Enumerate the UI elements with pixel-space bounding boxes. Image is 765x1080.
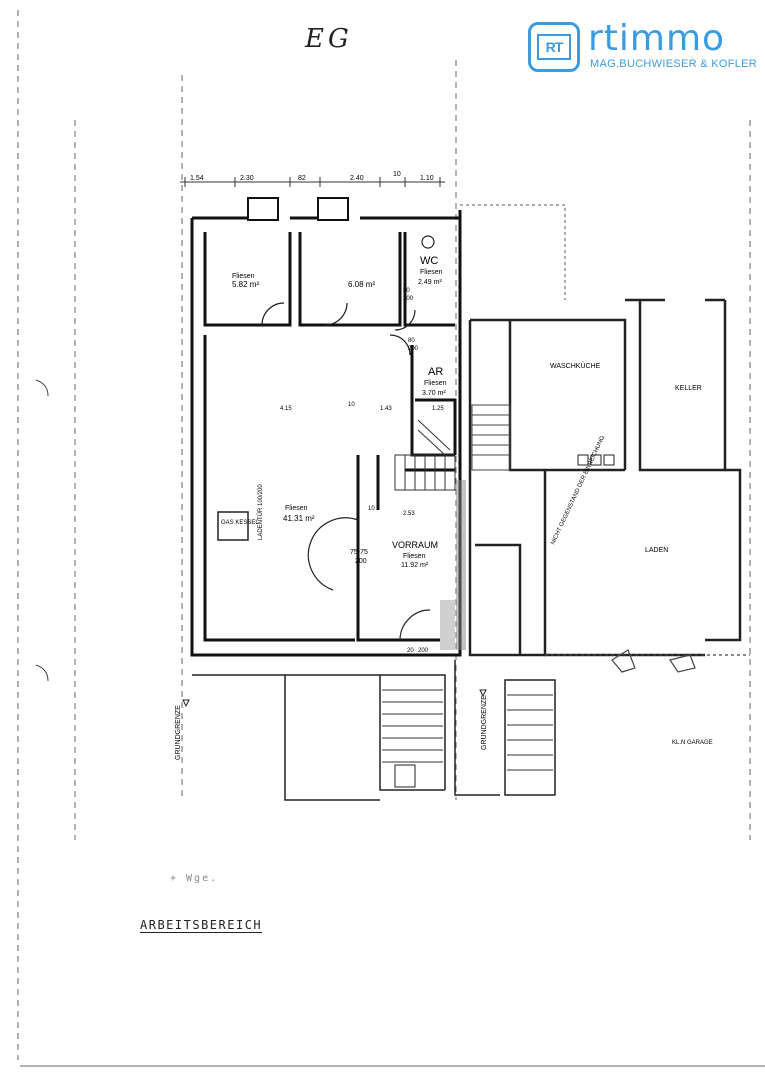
dim-label: 80 <box>408 338 415 344</box>
dim-label: 1.25 <box>432 406 444 412</box>
room-name: KELLER <box>675 385 702 392</box>
entrance-stairs <box>382 689 553 771</box>
boundary-label: GRUNDGRENZE <box>481 695 488 750</box>
dim-label: 10 <box>348 402 355 408</box>
boundary-marker <box>182 699 190 708</box>
room-area: 41.31 m² <box>283 514 315 523</box>
garage <box>545 649 750 673</box>
dim-label: 200 <box>418 648 429 654</box>
logo-mark-text: RT <box>537 34 571 60</box>
dim-label: 10 <box>393 171 401 178</box>
meter-boxes <box>577 454 615 466</box>
boundary-dashed <box>460 204 566 300</box>
dim-label: 2.30 <box>240 175 254 182</box>
entrance-area <box>192 660 556 801</box>
dim-label: 1.54 <box>190 175 204 182</box>
dim-label: 200 <box>403 296 414 302</box>
not-subject-label: NICHT GEGENSTAND DER EINREICHUNG <box>550 435 606 546</box>
room-finish: Fliesen <box>285 505 308 512</box>
room-name: AR <box>428 366 443 378</box>
dimension-chain-top <box>180 177 445 187</box>
boundary-marker <box>479 689 487 698</box>
company-logo: RT rtimmo MAG.BUCHWIESER & KOFLER <box>528 18 757 76</box>
gas-boiler <box>217 511 249 541</box>
room-name: LADEN <box>645 547 668 554</box>
room-name: KL.N GARAGE <box>672 740 713 746</box>
room-area: 2.49 m² <box>418 279 442 286</box>
dim-label: 1.10 <box>420 175 434 182</box>
room-area: 6.08 m² <box>348 280 375 289</box>
footer-note: + Wge. <box>170 873 219 884</box>
door-dim: 75-75 <box>350 549 368 556</box>
dim-label: 20 <box>407 648 414 654</box>
room-finish: Fliesen <box>403 553 426 560</box>
dim-label: 80 <box>403 288 410 294</box>
room-name: WC <box>420 255 438 267</box>
logo-name: rtimmo <box>588 18 726 59</box>
stairs-neighbour <box>471 404 511 471</box>
dim-label: 2.53 <box>403 511 415 517</box>
boundary-label: GRUNDGRENZE <box>175 705 182 760</box>
neighbour-walls <box>468 298 742 657</box>
door-swings <box>261 235 435 641</box>
punch-hole-mark <box>35 664 49 682</box>
room-area: 3.70 m² <box>422 390 446 397</box>
logo-subtitle: MAG.BUCHWIESER & KOFLER <box>590 58 758 70</box>
dim-label: 4.15 <box>280 406 292 412</box>
punch-hole-mark <box>35 379 49 397</box>
dim-label: 1.43 <box>380 406 392 412</box>
room-name: VORRAUM <box>392 540 438 550</box>
stairs-inner <box>394 419 456 491</box>
room-finish: Fliesen <box>232 273 255 280</box>
dim-label: 2.40 <box>350 175 364 182</box>
dim-label: 200 <box>408 346 419 352</box>
wall-texture <box>440 480 466 650</box>
logo-mark: RT <box>528 22 580 72</box>
work-area-text: ARBEITSBEREICH <box>140 918 263 933</box>
entrance-block <box>394 764 416 788</box>
room-finish: Fliesen <box>424 380 447 387</box>
room-area: 11.92 m² <box>401 562 429 569</box>
room-name: WASCHKÜCHE <box>550 362 601 370</box>
shop-door-label: LADENTÜR 100/200 <box>257 484 264 540</box>
unit-walls <box>190 197 462 657</box>
room-finish: Fliesen <box>420 269 443 276</box>
work-area-label: ARBEITSBEREICH <box>140 918 263 933</box>
floor-label: EG <box>305 24 353 54</box>
dim-label: 82 <box>298 175 306 182</box>
room-area: 5.82 m² <box>232 280 259 289</box>
door-dim: 200 <box>355 558 367 565</box>
dim-label: 10 <box>368 506 375 512</box>
gas-boiler-label: GAS KESSEL <box>221 520 259 526</box>
page-guides <box>17 10 765 1067</box>
